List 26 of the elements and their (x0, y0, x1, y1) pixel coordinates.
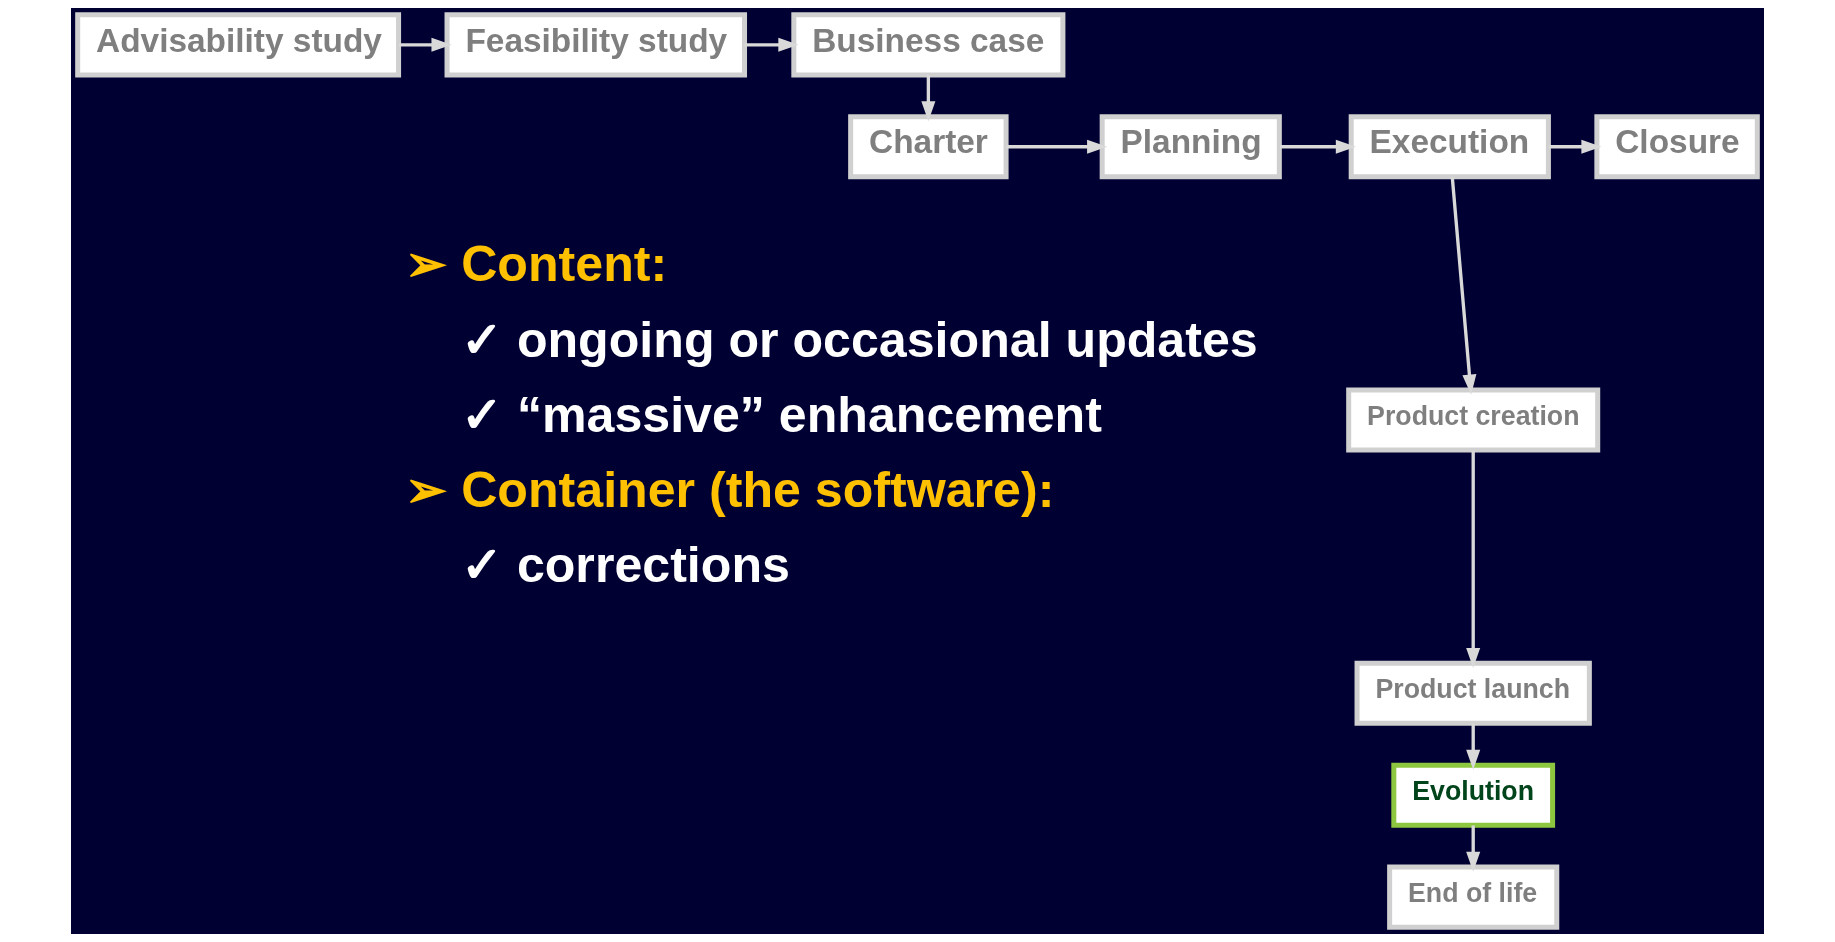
arrow (398, 37, 452, 52)
arrow (744, 37, 799, 52)
node-box: Planning (1099, 114, 1282, 180)
label: ➢ Content: (405, 236, 668, 293)
arrow (1466, 825, 1481, 872)
label: ✓ ongoing or occasional updates (460, 311, 1258, 368)
arrow (1466, 450, 1481, 668)
node-box: Evolution (1391, 762, 1556, 828)
node-box: Product creation (1346, 387, 1601, 453)
arrow (1466, 723, 1481, 770)
arrow (1279, 139, 1356, 154)
node-box: Closure (1594, 114, 1760, 180)
arrow (1548, 139, 1602, 154)
node-box: Business case (791, 12, 1066, 78)
node-box: Charter (848, 114, 1009, 180)
node-box: Feasibility study (444, 12, 748, 78)
node-box: Execution (1348, 114, 1551, 180)
label: ➢ Container (the software): (405, 461, 1055, 518)
arrow (1006, 139, 1108, 154)
node-box: Advisability study (75, 12, 402, 78)
arrow (1450, 177, 1477, 395)
arrow (921, 75, 936, 122)
node-box: End of life (1387, 864, 1560, 930)
label: ✓ “massive” enhancement (460, 386, 1102, 443)
label: ✓ corrections (460, 537, 790, 594)
node-box: Product launch (1354, 660, 1592, 726)
